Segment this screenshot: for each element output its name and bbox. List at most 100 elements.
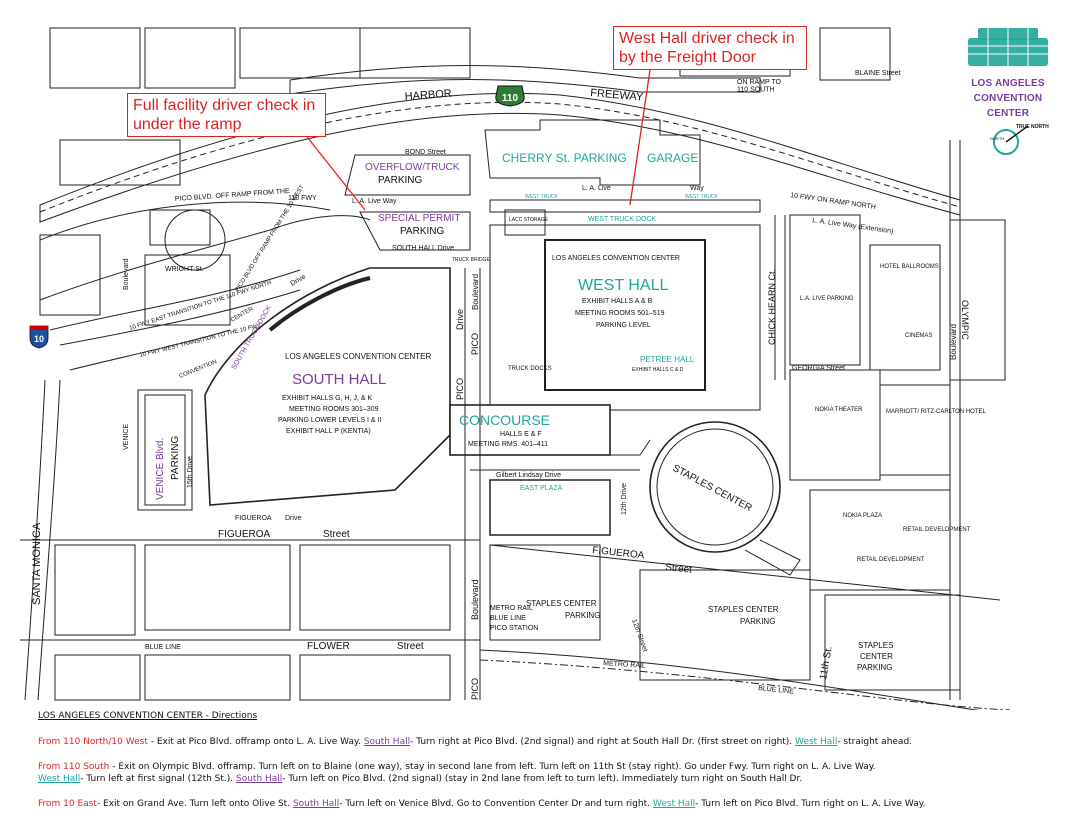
pico-off-ramp-label: PICO BLVD. OFF RAMP FROM THE	[175, 188, 291, 203]
concourse-l1: HALLS E & F	[500, 431, 542, 438]
d2-text1: - Exit on Olympic Blvd. offramp. Turn le…	[109, 762, 876, 772]
staples-parking3b-label: CENTER	[860, 652, 893, 661]
truck-bridge-label: TRUCK BRIDGE	[452, 257, 490, 263]
blue-line-right-label: BLUE LINE	[758, 685, 795, 696]
retail-dev2-label: RETAIL DEVELOPMENT	[857, 557, 925, 563]
south-hall-l2: MEETING ROOMS 301–309	[289, 406, 379, 413]
figueroa-drive2-label: Drive	[285, 515, 301, 522]
directions-heading: LOS ANGELES CONVENTION CENTER - Directio…	[38, 711, 258, 721]
from-110-north: From 110 North/10 West	[38, 736, 148, 747]
nokia-plaza-label: NOKIA PLAZA	[843, 513, 882, 519]
directions-10-east: From 10 East- Exit on Grand Ave. Turn le…	[38, 799, 1063, 811]
venice-label: VENICE	[123, 424, 130, 450]
true-north-label: TRUE NORTH	[1016, 124, 1049, 130]
directions-block: LOS ANGELES CONVENTION CENTER - Directio…	[38, 711, 1063, 825]
interstate-10-label: 10	[34, 334, 44, 344]
north-small-label: NORTH	[990, 136, 1004, 141]
staples-center-label: STAPLES CENTER	[671, 463, 754, 514]
harbor-label: HARBOR	[404, 88, 452, 103]
eleventh-label: 11th St.	[818, 645, 835, 680]
d2-west-hall-link[interactable]: West Hall	[38, 773, 81, 784]
d2-south-hall-link[interactable]: South Hall	[236, 773, 283, 784]
ten-fwy-on-ramp-label: 10 FWY ON RAMP NORTH	[790, 192, 876, 211]
freeway-110-label: 110	[502, 93, 519, 104]
directions-110-north: From 110 North/10 West - Exit at Pico Bl…	[38, 737, 1063, 749]
street-right-label: Street	[665, 562, 693, 576]
bond-label: BOND Street	[405, 149, 446, 156]
georgia-label: GEORGIA Street	[792, 365, 845, 372]
west-hall-l2: MEETING ROOMS 501–519	[575, 310, 665, 317]
west-hall-label: WEST HALL	[578, 277, 669, 294]
marriott-label: MARRIOTT/ RITZ-CARLTON HOTEL	[886, 409, 986, 415]
south-hall-drive-label: SOUTH HALL Drive	[392, 245, 454, 252]
south-hall-l3: PARKING LOWER LEVELS I & II	[278, 417, 381, 424]
street-label: Street	[323, 529, 350, 540]
logo-line2: CONVENTION	[973, 93, 1043, 104]
figueroa-right-label: FIGUEROA	[592, 545, 645, 561]
staples-parking1-label: STAPLES CENTER	[526, 599, 597, 608]
d1-text1: - Exit at Pico Blvd. offramp onto L. A. …	[147, 736, 364, 747]
d3-west-hall-link[interactable]: West Hall	[652, 799, 696, 809]
east-plaza-label: EAST PLAZA	[520, 485, 563, 492]
metro-station3-label: PICO STATION	[490, 625, 538, 632]
logo-line3: CENTER	[986, 108, 1030, 119]
retail-dev1-label: RETAIL DEVELOPMENT	[903, 527, 971, 533]
boulevard-bottom-label: Boulevard	[470, 579, 480, 620]
concourse-label: CONCOURSE	[459, 412, 550, 428]
freeway-label: FREEWAY	[590, 87, 645, 104]
boulevard-mid-label: Boulevard	[471, 274, 480, 310]
west-truck2-label: WEST TRUCK	[685, 194, 719, 200]
d1-south-hall-link[interactable]: South Hall	[363, 736, 411, 747]
metro-station-label: METRO RAIL	[490, 605, 533, 612]
d2-text2: - Turn left at first signal (12th St.).	[80, 773, 236, 784]
staples-parking3c-label: PARKING	[857, 663, 892, 672]
pico-drive2-label: Drive	[455, 309, 465, 330]
pico-blvd-off-ramp-label: PICO BLVD OFF RAMP FROM THE 10 WEST	[235, 184, 306, 293]
drive-label: Drive	[290, 273, 308, 287]
figueroa-drive-label: FIGUEROA	[235, 515, 272, 522]
west-hall-l3: PARKING LEVEL	[596, 322, 651, 329]
west-hall-header-label: LOS ANGELES CONVENTION CENTER	[552, 255, 680, 262]
fwy-110-label: 110 FWY	[288, 195, 317, 202]
flower-label: FLOWER	[307, 641, 350, 652]
south-hall-label: SOUTH HALL	[292, 371, 386, 388]
callout-west-hall: West Hall driver check in by the Freight…	[613, 26, 807, 70]
south-hall-l1: EXHIBIT HALLS G, H, J, & K	[282, 395, 372, 402]
wright-label: WRIGHT St.	[165, 266, 204, 273]
way-label: Way	[690, 185, 704, 192]
lacc-logo: LOS ANGELES CONVENTION CENTER TRUE NORTH…	[958, 24, 1058, 165]
truck-docks-label: TRUCK DOCKS	[508, 366, 552, 372]
overflow-truck-label: OVERFLOW/TRUCK	[365, 162, 460, 173]
garage-label: GARAGE	[647, 151, 698, 165]
freeway-110-shield: 110	[495, 85, 525, 107]
santa-monica-label: SANTA MONICA	[31, 522, 43, 605]
boulevard-right-label: Boulevard	[949, 324, 958, 360]
d1-west-hall-link[interactable]: West Hall	[795, 736, 838, 747]
blaine-label: BLAINE Street	[855, 70, 901, 77]
petree-hall-label: PETREE HALL	[640, 355, 695, 364]
nokia-theater-label: NOKIA THEATER	[815, 407, 863, 413]
twelfth-drive-label: 12th Drive	[621, 483, 628, 515]
staples-parking3-label: STAPLES	[858, 641, 893, 650]
west-truck-dock-label: WEST TRUCK DOCK	[588, 216, 657, 223]
twelfth-street-label: 12th Street	[630, 618, 648, 653]
convention-label: CONVENTION	[179, 359, 218, 380]
metro-rail-label: METRO RAIL	[603, 660, 646, 670]
north-arrow-icon: TRUE NORTH NORTH	[990, 124, 1049, 155]
hotel-ballrooms-label: HOTEL BALLROOMS	[880, 264, 939, 270]
d3-text2: - Turn left on Venice Blvd. Go to Conven…	[339, 799, 653, 809]
olympic-label: OLYMPIC	[960, 300, 970, 340]
directions-110-south: From 110 South - Exit on Olympic Blvd. o…	[38, 762, 1063, 785]
cherry-parking-label: CHERRY St. PARKING	[502, 151, 627, 165]
west-truck-label: WEST TRUCK	[525, 194, 559, 200]
la-live-way-ext-label: L. A. Live Way (Extension)	[812, 217, 894, 235]
fifteenth-label: 15th Drive	[187, 456, 194, 488]
d3-text1: - Exit on Grand Ave. Turn left onto Oliv…	[96, 799, 293, 809]
d2-text3: - Turn left on Pico Blvd. (2nd signal) (…	[282, 773, 803, 784]
gilbert-lindsay-label: Gilbert Lindsay Drive	[496, 472, 561, 479]
overflow-parking-label: PARKING	[378, 175, 422, 186]
from-10-east: From 10 East	[38, 799, 97, 809]
d3-south-hall-link[interactable]: South Hall	[292, 799, 340, 809]
